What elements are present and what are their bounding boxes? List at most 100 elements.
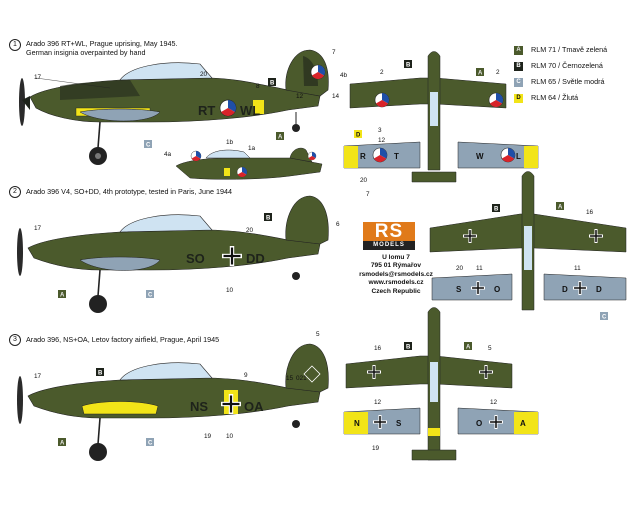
svg-text:B: B — [266, 216, 271, 222]
v1-lower-w: W — [476, 152, 484, 161]
v1-callout-20: 20 — [200, 71, 208, 78]
v3-lower-o: O — [476, 419, 482, 428]
svg-text:A: A — [60, 441, 65, 447]
v2-lower-d2: D — [596, 285, 602, 294]
v3-callout-10: 10 — [226, 433, 234, 440]
svg-text:B: B — [98, 371, 103, 377]
variant-1-number: 1 — [9, 39, 21, 51]
v2-lower-s: S — [456, 285, 462, 294]
v3-callout-17: 17 — [34, 373, 42, 380]
v2-reg-left: SO — [186, 251, 205, 266]
svg-text:A: A — [60, 293, 65, 299]
v2-callout-17: 17 — [34, 225, 42, 232]
v1-lower-t: T — [394, 152, 399, 161]
v3-fin-number: 021 — [296, 375, 307, 382]
legend-item-c: C RLM 65 / Světle modrá — [514, 77, 605, 87]
legend-swatch-a: A — [514, 45, 523, 55]
top-callout-19: 19 — [372, 445, 380, 452]
v2-lower-o: O — [494, 285, 500, 294]
rs-models-logo: RS MODELS — [363, 222, 415, 250]
top-callout-11a: 11 — [476, 265, 483, 272]
variant-2-number: 2 — [9, 186, 21, 198]
v3-callout-5: 5 — [316, 331, 320, 338]
v3-lower-n: N — [354, 419, 360, 428]
v2-callout-10: 10 — [226, 287, 234, 294]
v2-callout-6: 6 — [336, 221, 340, 228]
v3-reg-left: NS — [190, 399, 208, 414]
v2-lower-d1: D — [562, 285, 568, 294]
v1-callout-7: 7 — [332, 49, 336, 56]
svg-text:C: C — [148, 441, 153, 447]
v1-side-view: RT WL 17 20 7 4b 8 12 14 1b B C A — [19, 49, 348, 165]
v1-upper-plan: B A 2 2 — [349, 51, 506, 183]
v3-lower-plan: N S O A 12 12 19 — [343, 399, 539, 452]
legend-swatch-d: D — [514, 93, 523, 103]
company-address: U lomu 7 795 01 Rýmařov rsmodels@rsmodel… — [332, 254, 460, 296]
top-callout-12b: 12 — [374, 399, 382, 406]
v1-reg-left: RT — [198, 103, 215, 118]
variant-2-caption: Arado 396 V4, SO+DD, 4th prototype, test… — [26, 187, 232, 196]
svg-text:B: B — [494, 207, 499, 213]
legend-label-c: RLM 65 / Světle modrá — [531, 77, 605, 86]
address-line-3: rsmodels@rsmodels.cz — [359, 270, 433, 278]
v1-callout-17: 17 — [34, 74, 42, 81]
logo-main-text: RS — [363, 222, 415, 241]
legend-swatch-c: C — [514, 77, 523, 87]
svg-text:C: C — [146, 143, 151, 149]
address-line-4: www.rsmodels.cz — [368, 279, 424, 287]
svg-text:A: A — [278, 135, 283, 141]
v1-callout-14: 14 — [332, 93, 340, 100]
v1-lower-plan: R T W L 3 12 20 7 D — [343, 127, 539, 198]
v3-callout-15: 15 — [286, 375, 294, 382]
v1-lower-r: R — [360, 152, 366, 161]
v1-callout-12: 12 — [296, 93, 304, 100]
top-callout-16b: 16 — [374, 345, 382, 352]
top-callout-2b: 2 — [496, 69, 500, 76]
svg-text:C: C — [148, 293, 153, 299]
v3-upper-plan: B A 16 5 — [345, 307, 513, 461]
v2-reg-right: DD — [246, 251, 265, 266]
v3-lower-a: A — [520, 419, 526, 428]
address-line-1: U lomu 7 — [382, 254, 410, 261]
top-callout-12: 12 — [378, 137, 386, 144]
svg-text:B: B — [270, 81, 275, 87]
v3-reg-right: OA — [244, 399, 264, 414]
v3-lower-s: S — [396, 419, 402, 428]
v1-callout-1b: 1b — [226, 139, 234, 146]
legend-label-d: RLM 64 / Žlutá — [531, 93, 579, 102]
top-callout-20b: 20 — [456, 265, 464, 272]
svg-text:A: A — [558, 205, 563, 211]
v1-callout-4a: 4a — [164, 151, 172, 158]
legend-item-d: D RLM 64 / Žlutá — [514, 93, 578, 103]
top-callout-11b: 11 — [574, 265, 581, 272]
svg-text:A: A — [478, 71, 483, 77]
variant-3-caption: Arado 396, NS+OA, Letov factory airfield… — [26, 335, 220, 344]
svg-text:D: D — [356, 133, 361, 139]
address-line-2: 795 01 Rýmařov — [370, 262, 422, 270]
v1-lower-l: L — [516, 152, 521, 161]
svg-text:B: B — [406, 345, 411, 351]
v1-callout-1a: 1a — [248, 145, 256, 152]
variant-1-caption-line2: German insignia overpainted by hand — [26, 48, 146, 57]
v1-callout-8: 8 — [256, 83, 260, 90]
top-callout-3: 3 — [378, 127, 382, 134]
v2-upper-plan: B A 16 — [429, 171, 627, 311]
v3-side-view: NS OA 021 17 9 5 15 19 10 B C A — [17, 331, 329, 461]
variant-3-number: 3 — [9, 334, 21, 346]
variant-1-caption-line1: Arado 396 RT+WL, Prague uprising, May 19… — [26, 39, 178, 48]
address-line-5: Czech Republic — [371, 287, 421, 295]
v1-callout-4b: 4b — [340, 72, 348, 79]
v2-lower-plan: S O D D 20 11 11 C — [431, 265, 627, 321]
svg-text:C: C — [602, 315, 607, 321]
top-callout-12c: 12 — [490, 399, 498, 406]
v2-side-view: SO DD 17 20 6 10 B C A — [17, 195, 340, 313]
v1-reg-right: WL — [240, 103, 260, 118]
top-callout-20: 20 — [360, 177, 368, 184]
v3-callout-9: 9 — [244, 372, 248, 379]
top-callout-7: 7 — [366, 191, 370, 198]
legend-swatch-b: B — [514, 61, 523, 71]
